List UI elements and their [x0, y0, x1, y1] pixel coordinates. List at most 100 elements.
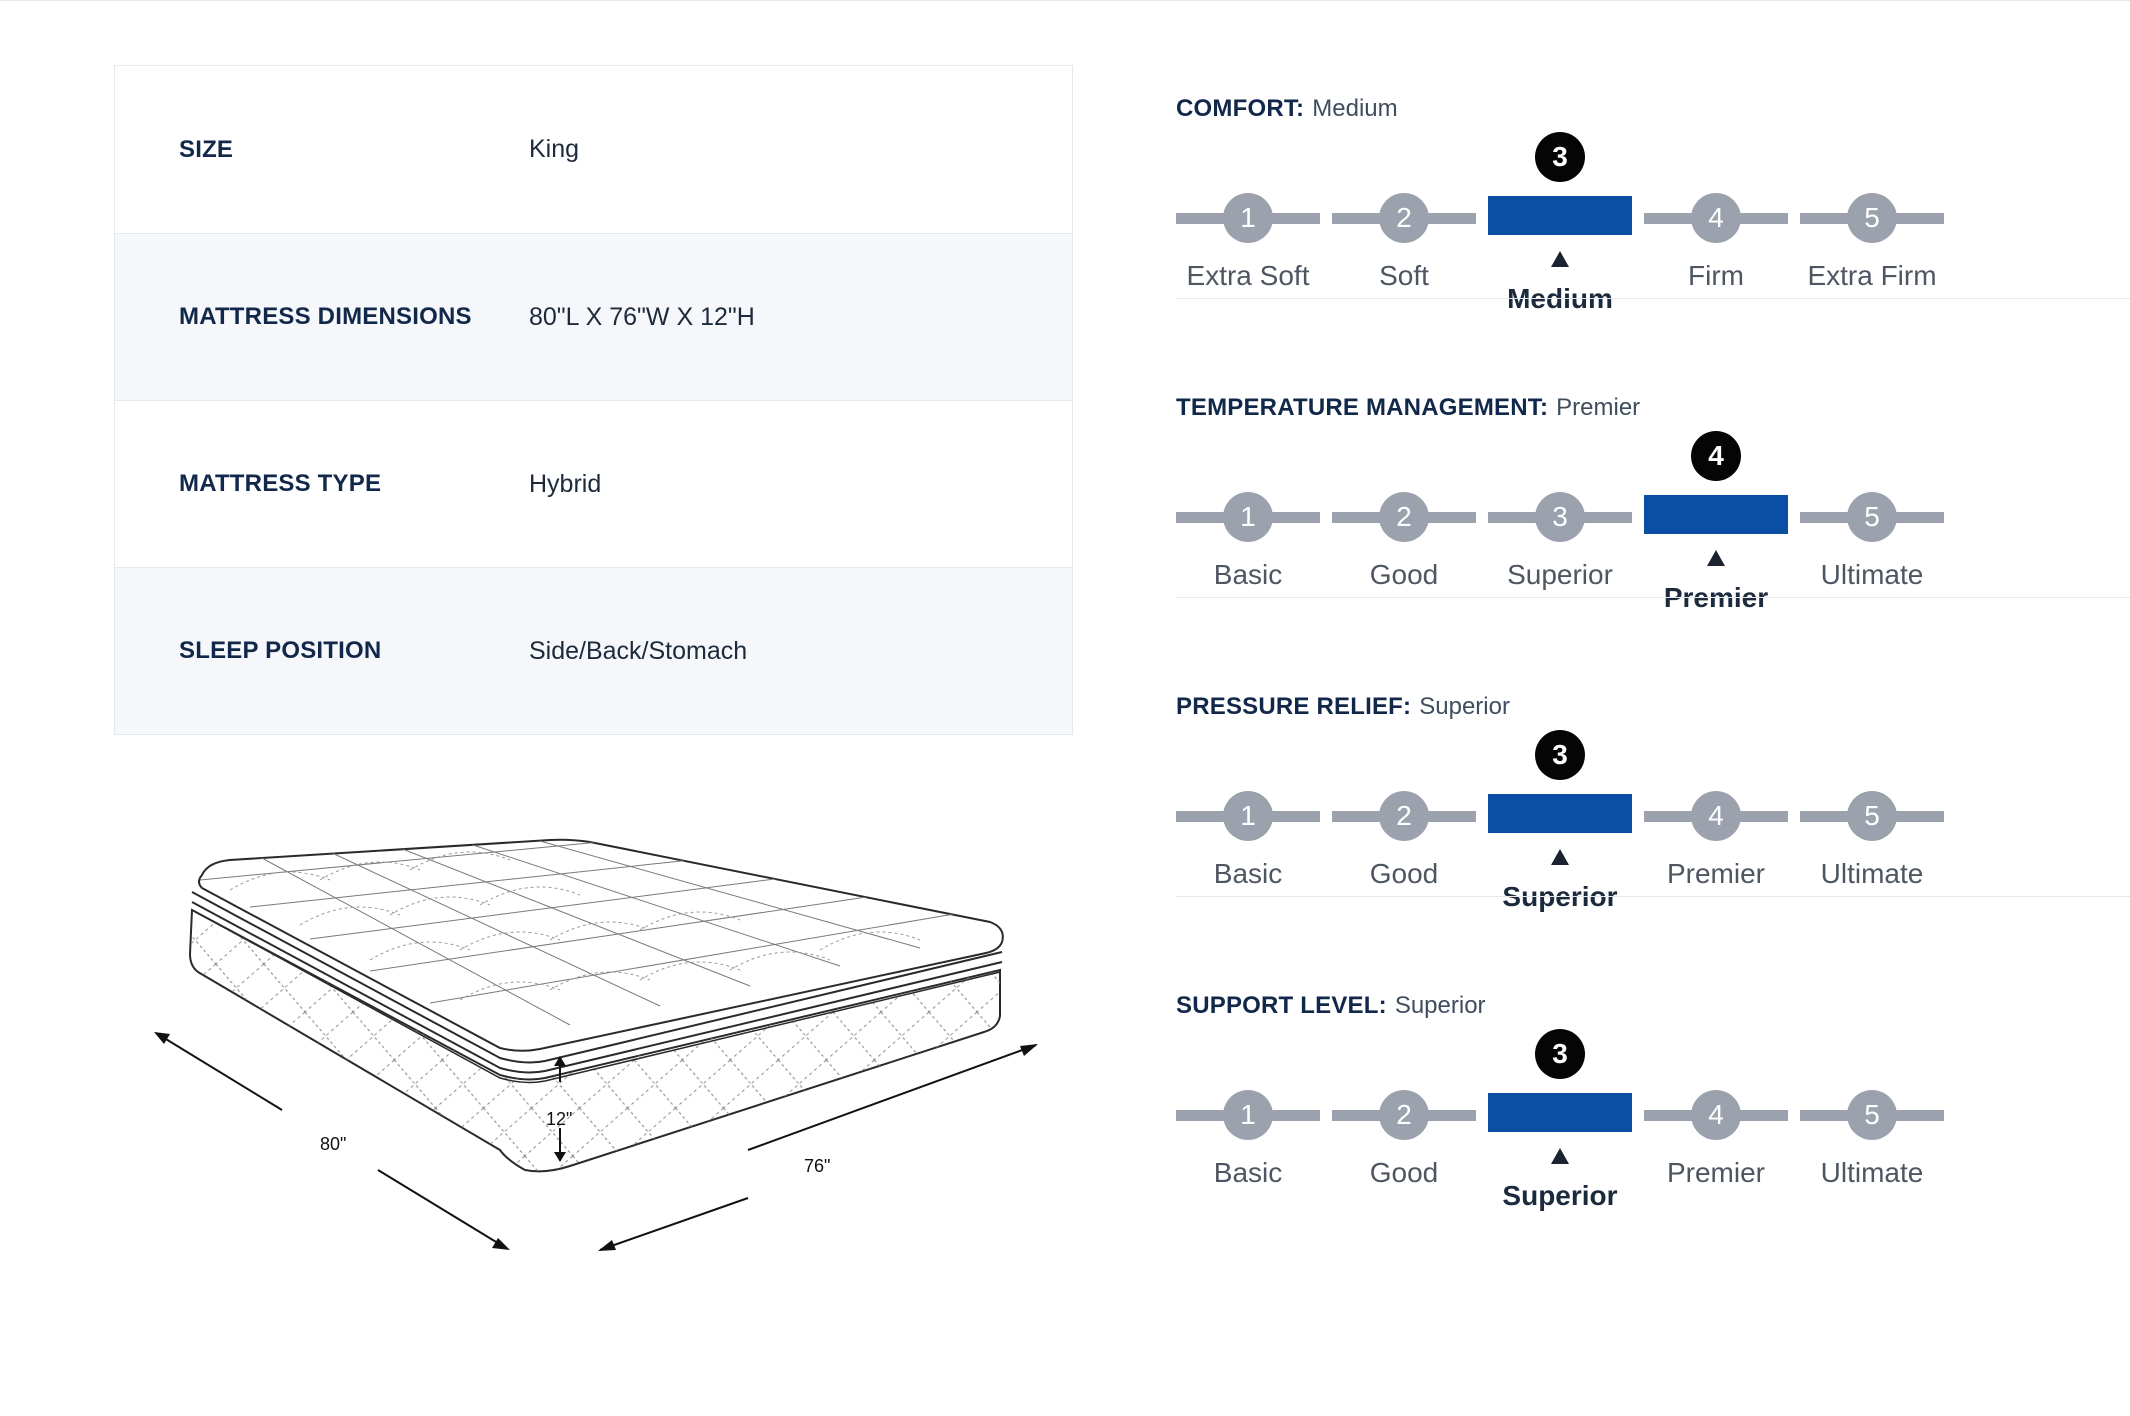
rating-value: Medium — [1312, 95, 1398, 122]
selected-badge: 3 — [1535, 1029, 1585, 1079]
rating-support-level: SUPPORT LEVEL: Superior 1 1 Basic 2 2 Goo… — [1176, 897, 2130, 1211]
selected-badge: 4 — [1691, 431, 1741, 481]
scale-step-5: 5 5 Ultimate — [1800, 299, 1944, 598]
rating-pressure-relief: PRESSURE RELIEF: Superior 1 1 Basic 2 2 G… — [1176, 598, 2130, 912]
scale-step-3: 3 3 Medium — [1488, 0, 1632, 314]
step-label: Ultimate — [1820, 858, 1924, 889]
scale-step-5: 5 5 Extra Firm — [1800, 0, 1944, 299]
scale-step-2: 2 2 Soft — [1332, 0, 1476, 299]
step-circle: 3 — [1535, 492, 1585, 542]
step-label: Good — [1369, 858, 1439, 889]
rating-scale: 1 1 Extra Soft 2 2 Soft 3 3 Medium — [1176, 0, 1956, 314]
step-circle: 2 — [1379, 791, 1429, 841]
step-label: Superior — [1502, 1180, 1618, 1211]
scale-step-1: 1 1 Extra Soft — [1176, 0, 1320, 299]
spec-row-type: MATTRESS TYPE Hybrid — [115, 400, 1072, 567]
step-label: Ultimate — [1820, 559, 1924, 590]
spec-label: MATTRESS TYPE — [179, 470, 382, 497]
step-label: Ultimate — [1820, 1157, 1924, 1188]
spec-label: SIZE — [179, 135, 234, 163]
scale-bar — [1488, 794, 1632, 833]
step-label: Firm — [1688, 260, 1744, 291]
step-circle: 5 — [1847, 791, 1897, 841]
mattress-illustration: 12" 80" 76" — [154, 838, 1038, 1251]
rating-scale: 1 1 Basic 2 2 Good 3 3 Superior — [1176, 299, 1956, 613]
scale-bar — [1488, 1093, 1632, 1132]
rating-scale: 1 1 Basic 2 2 Good 3 3 Superior — [1176, 598, 1956, 912]
step-circle: 5 — [1847, 492, 1897, 542]
rating-label: SUPPORT LEVEL: — [1176, 992, 1387, 1019]
spec-value: King — [529, 135, 580, 163]
rating-title: COMFORT: Medium — [1176, 95, 1398, 123]
height-dimension-label: 12" — [546, 1109, 572, 1129]
pointer-up-icon — [1551, 1148, 1569, 1164]
spec-label: MATTRESS DIMENSIONS — [179, 303, 472, 330]
step-label: Basic — [1213, 858, 1283, 889]
spec-row-size: SIZE King — [115, 66, 1072, 233]
length-dimension-label: 80" — [320, 1134, 346, 1154]
rating-title: PRESSURE RELIEF: Superior — [1176, 693, 1510, 721]
section-divider — [1176, 597, 2130, 598]
step-label: Soft — [1379, 260, 1429, 291]
scale-bar — [1644, 495, 1788, 534]
rating-value: Superior — [1394, 992, 1486, 1019]
spec-label: SLEEP POSITION — [179, 637, 382, 664]
step-circle: 4 — [1691, 193, 1741, 243]
step-circle: 2 — [1379, 193, 1429, 243]
scale-step-1: 1 1 Basic — [1176, 299, 1320, 598]
rating-label: TEMPERATURE MANAGEMENT: — [1176, 394, 1549, 421]
rating-title: SUPPORT LEVEL: Superior — [1176, 992, 1486, 1020]
step-circle: 5 — [1847, 1090, 1897, 1140]
step-circle: 1 — [1223, 193, 1273, 243]
rating-label: COMFORT: — [1176, 95, 1305, 122]
step-label: Basic — [1213, 1157, 1283, 1188]
step-circle: 1 — [1223, 1090, 1273, 1140]
spec-value: Side/Back/Stomach — [529, 636, 748, 665]
scale-step-2: 2 2 Good — [1332, 299, 1476, 598]
pointer-up-icon — [1551, 849, 1569, 865]
spec-value: Hybrid — [529, 469, 602, 498]
scale-step-4: 4 4 Premier — [1644, 598, 1788, 897]
top-divider — [0, 0, 2130, 1]
scale-step-1: 1 1 Basic — [1176, 897, 1320, 1196]
specs-table: SIZE King MATTRESS DIMENSIONS 80"L X 76"… — [114, 65, 1073, 735]
scale-step-4: 4 4 Premier — [1644, 897, 1788, 1196]
width-dimension-label: 76" — [804, 1156, 830, 1176]
scale-step-2: 2 2 Good — [1332, 897, 1476, 1196]
step-circle: 5 — [1847, 193, 1897, 243]
scale-step-4: 4 4 Firm — [1644, 0, 1788, 299]
scale-step-3: 3 3 Superior — [1488, 598, 1632, 912]
step-circle: 2 — [1379, 1090, 1429, 1140]
spec-row-dimensions: MATTRESS DIMENSIONS 80"L X 76"W X 12"H — [115, 233, 1072, 400]
pointer-up-icon — [1707, 550, 1725, 566]
step-label: Basic — [1213, 559, 1283, 590]
pointer-up-icon — [1551, 251, 1569, 267]
step-label: Good — [1369, 559, 1439, 590]
section-divider — [1176, 298, 2130, 299]
scale-step-1: 1 1 Basic — [1176, 598, 1320, 897]
rating-value: Premier — [1556, 394, 1641, 421]
step-label: Premier — [1666, 1157, 1765, 1188]
scale-bar — [1488, 196, 1632, 235]
scale-step-3: 3 3 Superior — [1488, 299, 1632, 598]
step-circle: 2 — [1379, 492, 1429, 542]
selected-badge: 3 — [1535, 132, 1585, 182]
step-label: Extra Soft — [1186, 260, 1310, 291]
step-label: Superior — [1507, 559, 1613, 590]
section-divider — [1176, 896, 2130, 897]
scale-step-3: 3 3 Superior — [1488, 897, 1632, 1211]
selected-badge: 3 — [1535, 730, 1585, 780]
step-label: Premier — [1666, 858, 1765, 889]
step-circle: 4 — [1691, 1090, 1741, 1140]
step-circle: 1 — [1223, 791, 1273, 841]
scale-step-4: 4 4 Premier — [1644, 299, 1788, 613]
spec-row-sleep-position: SLEEP POSITION Side/Back/Stomach — [115, 567, 1072, 734]
step-circle: 1 — [1223, 492, 1273, 542]
spec-value: 80"L X 76"W X 12"H — [529, 302, 755, 331]
scale-step-5: 5 5 Ultimate — [1800, 598, 1944, 897]
step-label: Extra Firm — [1807, 260, 1937, 291]
scale-step-5: 5 5 Ultimate — [1800, 897, 1944, 1196]
rating-value: Superior — [1419, 693, 1510, 720]
rating-comfort: COMFORT: Medium 1 1 Extra Soft 2 2 Soft 3… — [1176, 0, 2130, 314]
rating-label: PRESSURE RELIEF: — [1176, 693, 1412, 720]
